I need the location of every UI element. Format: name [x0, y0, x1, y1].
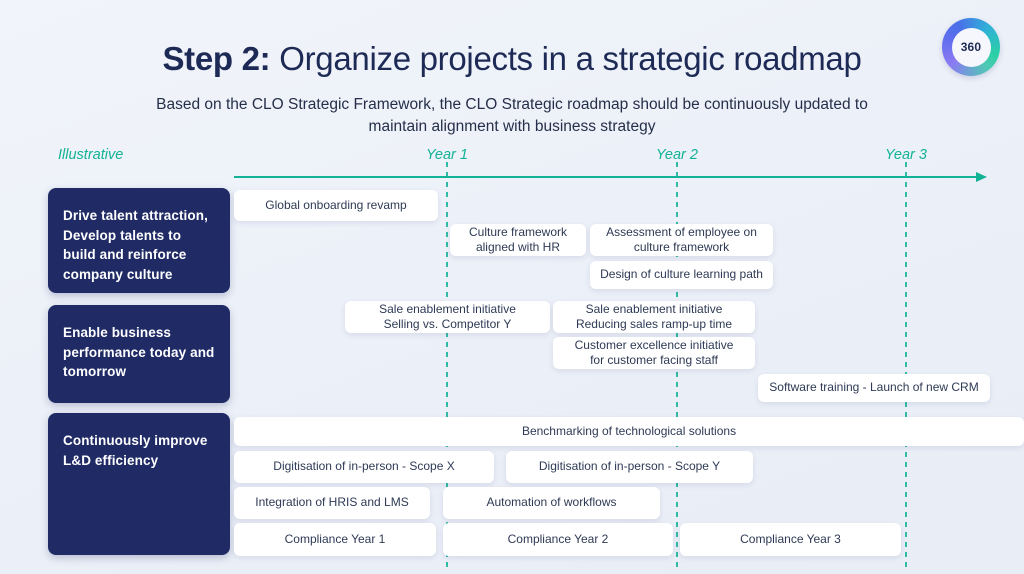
page-title-step: Step 2:	[162, 40, 271, 77]
lane-ld-efficiency: Continuously improve L&D efficiency	[48, 413, 230, 555]
timeline-axis	[234, 176, 978, 178]
project-card: Compliance Year 2	[443, 523, 673, 556]
project-card: Integration of HRIS and LMS	[234, 487, 430, 519]
illustrative-tag: Illustrative	[58, 147, 124, 163]
project-card: Automation of workflows	[443, 487, 660, 519]
year-3-label: Year 3	[885, 147, 927, 163]
year-2-label: Year 2	[656, 147, 698, 163]
lane-talent-attraction: Drive talent attraction, Develop talents…	[48, 188, 230, 293]
year-1-label: Year 1	[426, 147, 468, 163]
project-card: Sale enablement initiative Reducing sale…	[553, 301, 755, 333]
project-card: Compliance Year 3	[680, 523, 901, 556]
project-card: Digitisation of in-person - Scope Y	[506, 451, 753, 483]
logo-360-text: 360	[951, 27, 991, 67]
project-card: Global onboarding revamp	[234, 190, 438, 221]
project-card: Benchmarking of technological solutions	[234, 417, 1024, 446]
project-card: Compliance Year 1	[234, 523, 436, 556]
page-subtitle: Based on the CLO Strategic Framework, th…	[156, 96, 868, 135]
project-card: Culture framework aligned with HR	[450, 224, 586, 256]
logo-360-icon: 360	[942, 18, 1000, 76]
project-card: Customer excellence initiative for custo…	[553, 337, 755, 369]
project-card: Digitisation of in-person - Scope X	[234, 451, 494, 483]
project-card: Assessment of employee on culture framew…	[590, 224, 773, 256]
year-1-gridline	[446, 162, 448, 568]
timeline-arrowhead-icon	[976, 171, 987, 182]
lane-business-performance: Enable business performance today and to…	[48, 305, 230, 403]
project-card: Software training - Launch of new CRM	[758, 374, 990, 402]
page-title-rest: Organize projects in a strategic roadmap	[270, 40, 862, 77]
project-card: Design of culture learning path	[590, 261, 773, 289]
project-card: Sale enablement initiative Selling vs. C…	[345, 301, 550, 333]
year-3-gridline	[905, 162, 907, 568]
page-title: Step 2: Organize projects in a strategic…	[0, 40, 1024, 78]
